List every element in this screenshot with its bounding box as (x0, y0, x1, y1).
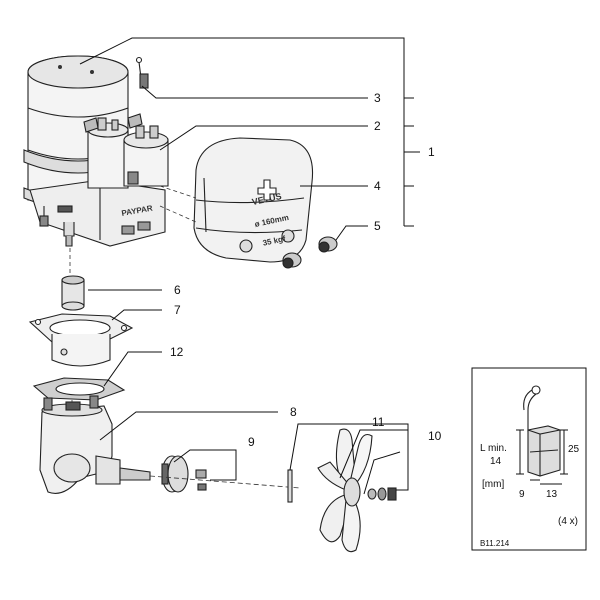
tail-housing (39, 395, 151, 494)
callout-6: 6 (174, 283, 181, 297)
callout-2: 2 (374, 119, 381, 133)
callout-3: 3 (374, 91, 381, 105)
propeller (317, 428, 397, 553)
electric-motor-assembly: PAYPAR (23, 55, 169, 247)
callout-11: 11 (372, 415, 385, 429)
inset-lmin-label: L min. (480, 443, 507, 454)
callout-7: 7 (174, 303, 181, 317)
coupling (61, 275, 85, 311)
inset-lmin-value: 14 (490, 456, 502, 467)
motor-cover: VETUS ø 160mm 35 kgf (193, 137, 314, 263)
callout-10: 10 (428, 429, 442, 443)
callout-8: 8 (290, 405, 297, 419)
inset-ref-code: B11.214 (480, 539, 510, 548)
shear-pin (287, 469, 293, 503)
inset-unit: [mm] (482, 479, 504, 490)
carbon-brush (135, 56, 149, 89)
cover-caps (282, 236, 338, 269)
zinc-anode (161, 455, 207, 493)
leader-lines (79, 37, 420, 495)
inset-width-value: 9 (519, 489, 525, 500)
inset-depth-value: 13 (546, 489, 558, 500)
intermediate-flange (28, 313, 134, 367)
callout-9: 9 (248, 435, 255, 449)
callout-1: 1 (428, 145, 435, 159)
callout-4: 4 (374, 179, 381, 193)
brush-detail-inset: L min. 14 25 [mm] 9 13 (4 x) B11.214 (471, 367, 587, 551)
inset-quantity: (4 x) (558, 516, 578, 527)
callout-12: 12 (170, 345, 184, 359)
gasket (32, 377, 126, 401)
callout-5: 5 (374, 219, 381, 233)
inset-height-value: 25 (568, 444, 580, 455)
